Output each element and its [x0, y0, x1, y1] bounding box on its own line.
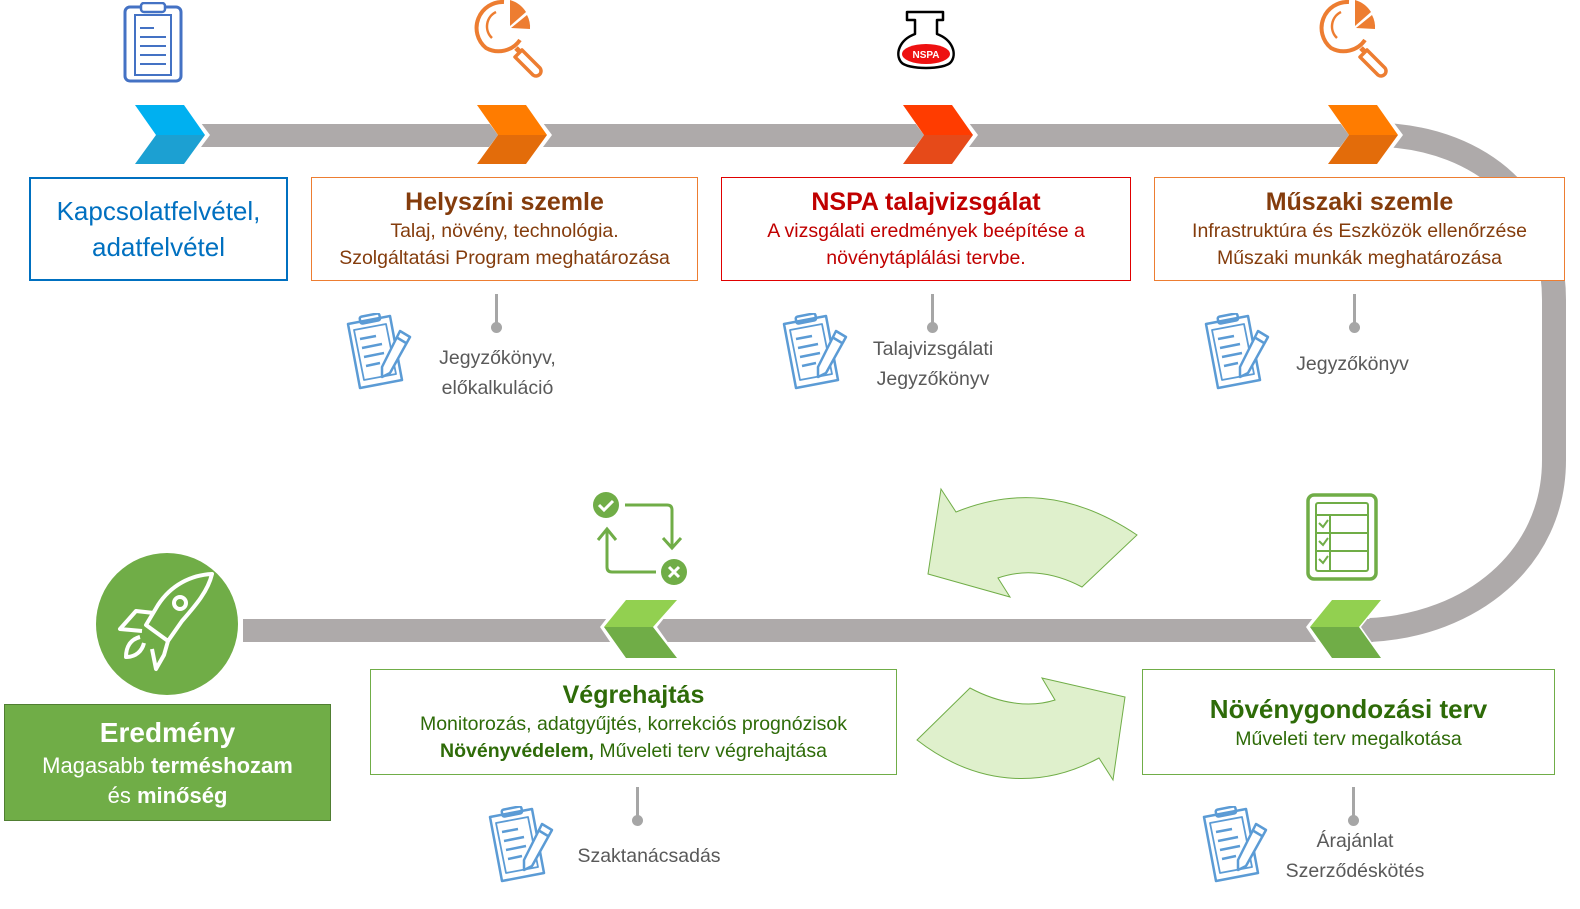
document-label: Jegyzőkönyv, előkalkuláció	[420, 343, 575, 403]
step-title: Növénygondozási terv	[1209, 693, 1488, 724]
arrow-right-curved-icon	[916, 677, 1126, 782]
result-line-2-bold: minőség	[136, 782, 228, 808]
checklist-icon	[1306, 493, 1378, 581]
document-label-line: Jegyzőkönyv	[876, 368, 990, 390]
result-line-1-bold: terméshozam	[151, 752, 293, 778]
document-edit-icon	[1202, 806, 1268, 883]
nspa-flask-icon: NSPA	[897, 10, 955, 70]
chevron-step-5	[1306, 597, 1385, 661]
step-box-vegrehajtas: Végrehajtás Monitorozás, adatgyűjtés, ko…	[370, 669, 897, 775]
step-box-nspa-talajvizsgalat: NSPA talajvizsgálat A vizsgálati eredmén…	[721, 177, 1131, 281]
result-line-2: és minőség	[108, 781, 228, 811]
document-label: Talajvizsgálati Jegyzőkönyv	[858, 334, 1008, 394]
step-line: Műszaki munkák meghatározása	[1216, 246, 1503, 269]
document-label-line: Jegyzőkönyv	[1296, 353, 1409, 375]
document-label-line: Szaktanácsadás	[577, 845, 721, 867]
step-line-rest: Műveleti terv végrehajtása	[593, 739, 827, 762]
document-edit-icon	[782, 313, 848, 390]
result-title: Eredmény	[99, 716, 236, 748]
result-line-1: Magasabb terméshozam	[42, 751, 293, 781]
callout-stem	[1352, 787, 1355, 817]
step-title-line: adatfelvétel	[92, 232, 225, 262]
step-line-2: Növényvédelem, Műveleti terv végrehajtás…	[440, 738, 827, 765]
clipboard-icon	[123, 2, 183, 83]
document-label-line: Talajvizsgálati	[872, 338, 994, 360]
rocket-icon	[118, 572, 214, 671]
step-title-line: Kapcsolatfelvétel,	[56, 196, 261, 226]
result-box: Eredmény Magasabb terméshozam és minőség	[4, 704, 331, 821]
step-line: Monitorozás, adatgyűjtés, korrekciós pro…	[419, 712, 848, 735]
callout-dot	[1348, 815, 1359, 826]
callout-stem	[931, 294, 934, 324]
document-edit-icon	[346, 313, 412, 390]
result-line-2-plain: és	[107, 782, 137, 808]
callout-dot	[927, 322, 938, 333]
chevron-step-3	[900, 103, 978, 167]
cycle-check-cross-icon	[593, 492, 687, 585]
result-rocket-badge	[96, 553, 238, 695]
result-line-1-plain: Magasabb	[42, 752, 151, 778]
step-box-muszaki-szemle: Műszaki szemle Infrastruktúra és Eszközö…	[1154, 177, 1565, 281]
callout-stem	[636, 787, 639, 817]
callout-stem	[1353, 294, 1356, 324]
document-label: Árajánlat Szerződéskötés	[1280, 826, 1430, 886]
chevron-step-1	[132, 103, 210, 167]
callout-dot	[632, 815, 643, 826]
step-box-novenygondozasi-terv: Növénygondozási terv Műveleti terv megal…	[1142, 669, 1555, 775]
step-box-helyszini-szemle: Helyszíni szemle Talaj, növény, technoló…	[311, 177, 698, 281]
step-box-kapcsolatfelvetel: Kapcsolatfelvétel, adatfelvétel	[29, 177, 288, 281]
step-line: A vizsgálati eredmények beépítése a	[767, 219, 1085, 242]
callout-dot	[1349, 322, 1360, 333]
step-line: növénytáplálási tervbe.	[826, 246, 1026, 269]
callout-dot	[491, 322, 502, 333]
document-label-line: Árajánlat	[1316, 830, 1394, 852]
step-line-bold: Növényvédelem,	[440, 739, 594, 762]
bottom-track	[243, 619, 1373, 642]
arrow-left-curved-icon	[927, 487, 1138, 598]
step-line: Infrastruktúra és Eszközök ellenőrzése	[1192, 219, 1527, 242]
step-title: Műszaki szemle	[1265, 187, 1454, 216]
document-label-line: Szerződéskötés	[1285, 860, 1425, 882]
callout-stem	[495, 294, 498, 324]
step-line: Szolgáltatási Program meghatározása	[339, 246, 670, 269]
right-curve-track	[1369, 123, 1566, 642]
magnifier-pie-chart-icon	[1319, 0, 1388, 78]
chevron-step-2	[474, 103, 552, 167]
document-edit-icon	[1204, 313, 1270, 390]
document-edit-icon	[488, 806, 554, 883]
chevron-step-4	[1325, 103, 1403, 167]
step-line: Talaj, növény, technológia.	[390, 219, 619, 242]
document-label: Jegyzőkönyv	[1280, 349, 1425, 379]
step-title: Helyszíni szemle	[405, 187, 604, 216]
document-label-line: előkalkuláció	[441, 377, 554, 399]
step-line: Műveleti terv megalkotása	[1235, 727, 1462, 750]
document-label-line: Jegyzőkönyv,	[439, 347, 556, 369]
step-title: NSPA talajvizsgálat	[811, 187, 1041, 216]
document-label: Szaktanácsadás	[565, 841, 733, 871]
chevron-step-6	[600, 597, 681, 661]
nspa-flask-label: NSPA	[912, 50, 939, 61]
step-title: Végrehajtás	[562, 680, 705, 709]
magnifier-pie-chart-icon	[474, 0, 543, 78]
